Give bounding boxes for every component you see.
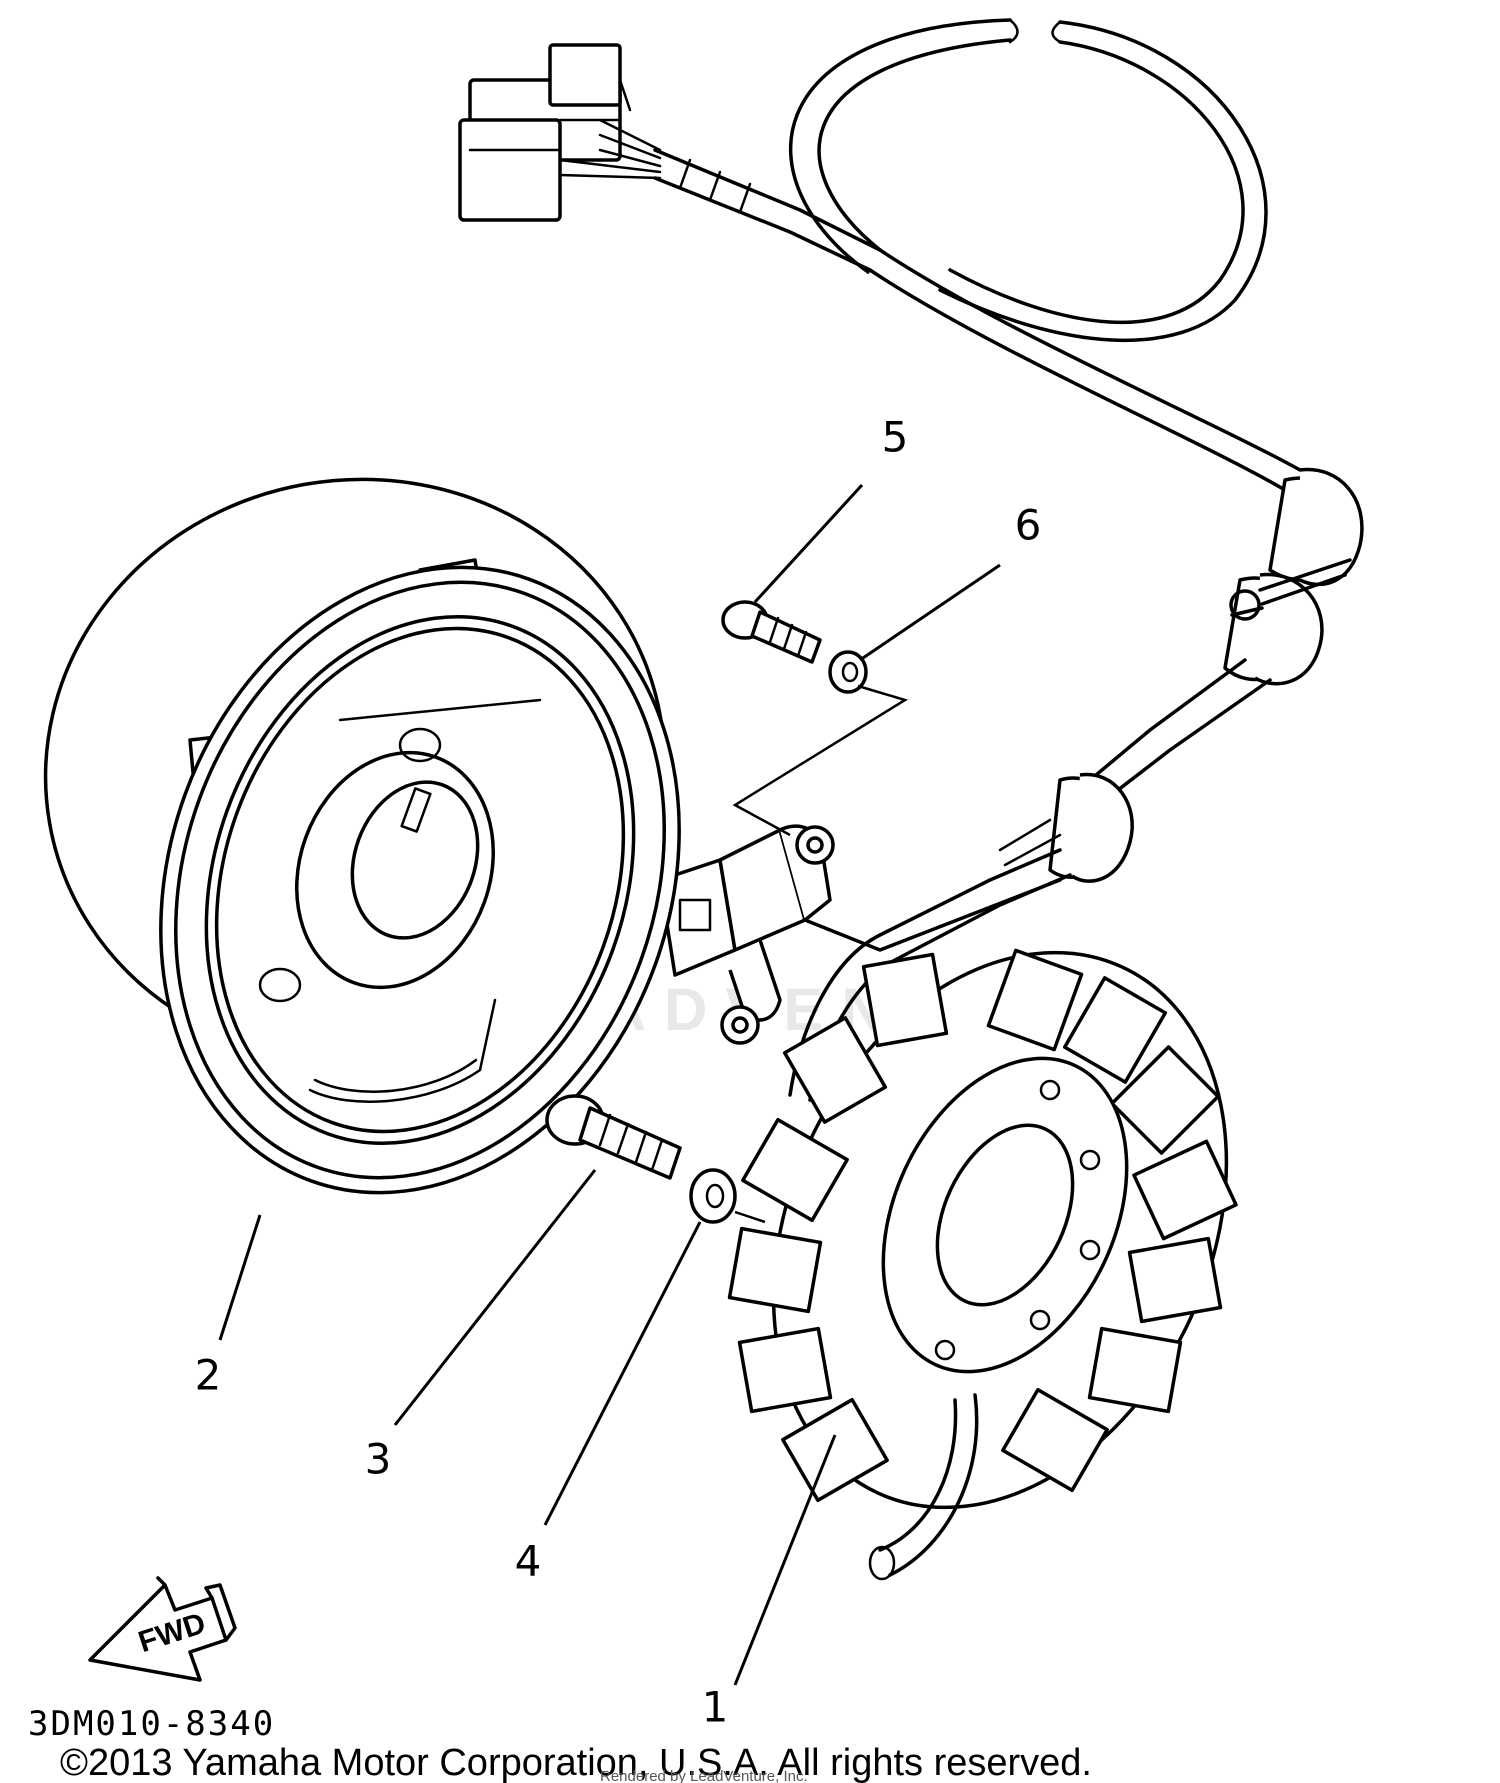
part-number-2: 2	[195, 1351, 222, 1400]
part-number-1: 1	[702, 1683, 729, 1732]
part-number-3: 3	[365, 1435, 392, 1484]
part-number-4: 4	[515, 1537, 542, 1586]
part-number-6: 6	[1015, 501, 1042, 550]
copyright-notice: ©2013 Yamaha Motor Corporation, U.S.A. A…	[60, 1742, 1092, 1783]
pickup-washer	[828, 650, 868, 694]
leader-line-4	[543, 1221, 702, 1526]
stator-washer	[689, 1168, 737, 1224]
stator-screw	[545, 1094, 682, 1180]
leader-line-3	[393, 1169, 597, 1426]
leader-line-2	[218, 1214, 262, 1341]
part-number-5: 5	[882, 413, 909, 462]
pickup-coil	[658, 824, 1062, 1045]
pickup-screw	[721, 600, 822, 664]
stator-assembly-line	[734, 1210, 766, 1224]
harness-connector	[458, 43, 662, 222]
pickup-assembly-line	[732, 684, 909, 837]
leader-line-5	[753, 483, 864, 604]
leader-line-1	[733, 1434, 837, 1686]
diagram-reference-code: 3DM010-8340	[28, 1704, 275, 1744]
wire-harness	[458, 18, 1364, 1102]
stator-assembly	[727, 948, 1238, 1581]
rotor-flywheel	[43, 477, 681, 1195]
render-credit: Rendered by LeadVenture, Inc.	[600, 1768, 808, 1783]
leader-line-6	[859, 563, 1001, 662]
forward-direction-arrow: FWD	[88, 1576, 237, 1682]
